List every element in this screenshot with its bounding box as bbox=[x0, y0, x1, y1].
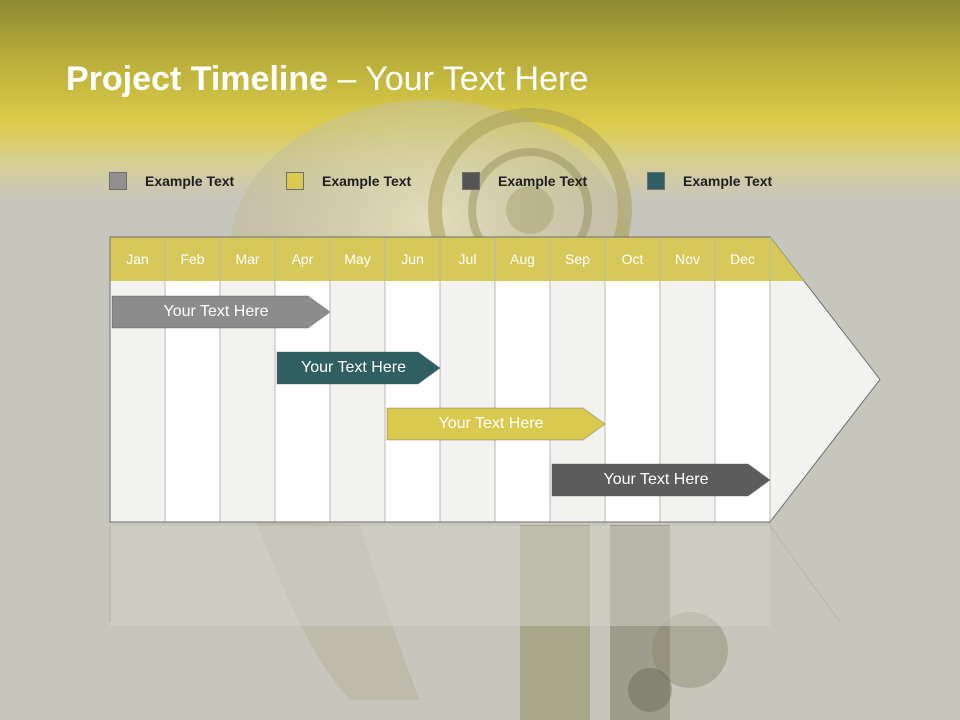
legend-swatch bbox=[109, 172, 127, 190]
arrow-tip-header bbox=[770, 237, 804, 281]
task-bar-label: Your Text Here bbox=[301, 359, 406, 376]
legend-label: Example Text bbox=[498, 173, 588, 189]
month-label: Sep bbox=[565, 251, 590, 267]
legend-item-3: Example Text bbox=[462, 170, 587, 192]
month-header-cell bbox=[440, 237, 495, 281]
reflection-edge bbox=[769, 525, 841, 623]
month-label: Jan bbox=[126, 251, 149, 267]
month-header-cell bbox=[165, 237, 220, 281]
legend-label: Example Text bbox=[683, 173, 773, 189]
month-label: Dec bbox=[730, 251, 755, 267]
month-label: Apr bbox=[291, 251, 314, 267]
month-header-cell bbox=[330, 237, 385, 281]
month-header-cell bbox=[660, 237, 715, 281]
title-main: Project Timeline bbox=[66, 60, 329, 98]
month-column bbox=[385, 281, 440, 522]
task-bar-label: Your Text Here bbox=[603, 471, 709, 488]
month-column bbox=[495, 281, 550, 522]
month-label: Jun bbox=[401, 251, 424, 267]
legend-swatch bbox=[462, 172, 480, 190]
month-header-cell bbox=[550, 237, 605, 281]
month-label: May bbox=[344, 251, 371, 267]
month-header-cell bbox=[495, 237, 550, 281]
legend-item-4: Example Text bbox=[647, 170, 772, 192]
task-bar bbox=[276, 351, 441, 385]
month-header-cell bbox=[605, 237, 660, 281]
month-header-cell bbox=[275, 237, 330, 281]
month-label: Nov bbox=[675, 251, 700, 267]
month-label: Aug bbox=[510, 251, 535, 267]
task-bar-label: Your Text Here bbox=[163, 303, 269, 320]
month-label: Jul bbox=[458, 251, 477, 267]
legend-label: Example Text bbox=[145, 173, 235, 189]
month-header-cell bbox=[220, 237, 275, 281]
month-header-cell bbox=[385, 237, 440, 281]
month-column bbox=[330, 281, 385, 522]
legend-item-2: Example Text bbox=[286, 170, 411, 192]
month-label: Oct bbox=[621, 251, 644, 267]
month-header-cell bbox=[715, 237, 770, 281]
task-bar bbox=[111, 295, 331, 329]
legend-swatch bbox=[647, 172, 665, 190]
month-label: Mar bbox=[235, 251, 260, 267]
title-subtitle: – Your Text Here bbox=[328, 60, 589, 98]
month-column bbox=[440, 281, 495, 522]
task-bar bbox=[386, 407, 606, 441]
month-header-cell bbox=[110, 237, 165, 281]
timeline-outline bbox=[109, 236, 770, 523]
chart-reflection bbox=[110, 526, 770, 626]
page-title: Project Timeline – Your Text Here bbox=[66, 60, 588, 99]
legend-swatch bbox=[286, 172, 304, 190]
task-bar bbox=[551, 463, 771, 497]
task-bar-label: Your Text Here bbox=[438, 415, 544, 432]
legend-label: Example Text bbox=[322, 173, 412, 189]
legend-item-1: Example Text bbox=[109, 170, 234, 192]
month-label: Feb bbox=[180, 251, 205, 267]
